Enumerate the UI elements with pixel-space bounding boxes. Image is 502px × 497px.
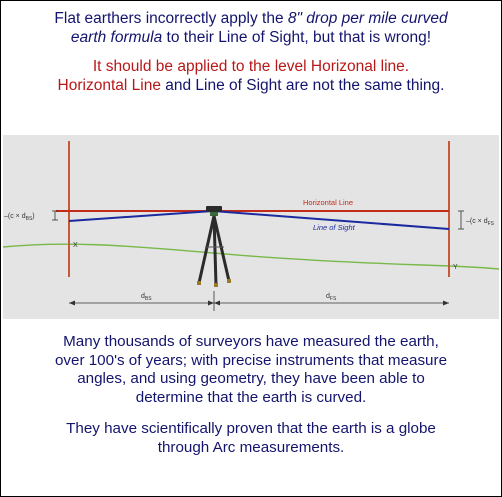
tripod-leg-center bbox=[212, 215, 218, 286]
red-line-1: It should be applied to the level Horizo… bbox=[92, 58, 410, 75]
line-of-sight-label: Line of Sight bbox=[313, 223, 356, 232]
level-instrument bbox=[206, 206, 222, 212]
horizontal-line-phrase: Horizontal Line bbox=[57, 77, 161, 94]
right-offset-label: –(c × dFS bbox=[466, 218, 495, 227]
formula-italic-1: 8" drop per mile curved bbox=[287, 10, 448, 27]
red-line-2-rest: and Line of Sight are not the same thing… bbox=[160, 77, 445, 94]
tripod-foot-center bbox=[214, 283, 218, 287]
tripod-foot-left bbox=[197, 281, 201, 285]
para1-line-2: over 100's of years; with precise instru… bbox=[54, 351, 448, 369]
left-offset-annotation: –(c × dBS) bbox=[4, 210, 58, 222]
heading-line-1-text: Flat earthers incorrectly apply the bbox=[54, 10, 288, 27]
explanation-block: Many thousands of surveyors have measure… bbox=[5, 333, 497, 457]
formula-italic-2: earth formula bbox=[70, 29, 163, 46]
red-line-2: Horizontal Line and Line of Sight are no… bbox=[5, 76, 497, 95]
point-y-label: Y bbox=[453, 264, 458, 271]
surveying-diagram: Horizontal Line Line of Sight –(c × dBS)… bbox=[2, 135, 500, 319]
horizontal-line-label: Horizontal Line bbox=[303, 198, 353, 207]
right-offset-annotation: –(c × dFS bbox=[458, 210, 495, 230]
tripod-leg-left bbox=[197, 215, 216, 284]
heading-line-1: Flat earthers incorrectly apply the 8" d… bbox=[5, 9, 497, 28]
heading-block: Flat earthers incorrectly apply the 8" d… bbox=[5, 9, 497, 95]
left-offset-label: –(c × dBS) bbox=[4, 213, 35, 222]
distance-bs-label: dBS bbox=[141, 293, 152, 302]
point-x-label: X bbox=[73, 242, 78, 249]
tripod-leg-right bbox=[212, 215, 231, 282]
heading-line-2: earth formula to their Line of Sight, bu… bbox=[5, 28, 497, 47]
line-of-sight-back bbox=[68, 210, 214, 222]
para1-line-3: angles, and using geometry, they have be… bbox=[77, 370, 425, 387]
para1-line-4: determine that the earth is curved. bbox=[135, 388, 367, 406]
tripod-foot-right bbox=[227, 279, 231, 283]
tribrach bbox=[210, 212, 218, 216]
line-of-sight-fore bbox=[212, 210, 450, 230]
para2-line-1: They have scientifically proven that the… bbox=[66, 420, 436, 437]
distance-dimension: dBS dFS bbox=[69, 291, 449, 311]
diagram-svg: Horizontal Line Line of Sight –(c × dBS)… bbox=[2, 135, 500, 319]
heading-line-2-text: to their Line of Sight, but that is wron… bbox=[162, 29, 432, 46]
tripod-level-icon bbox=[197, 206, 231, 287]
ground-line bbox=[2, 243, 500, 270]
para2-line-2: through Arc measurements. bbox=[157, 438, 345, 456]
para1-line-1: Many thousands of surveyors have measure… bbox=[63, 333, 439, 350]
distance-fs-label: dFS bbox=[326, 293, 337, 302]
